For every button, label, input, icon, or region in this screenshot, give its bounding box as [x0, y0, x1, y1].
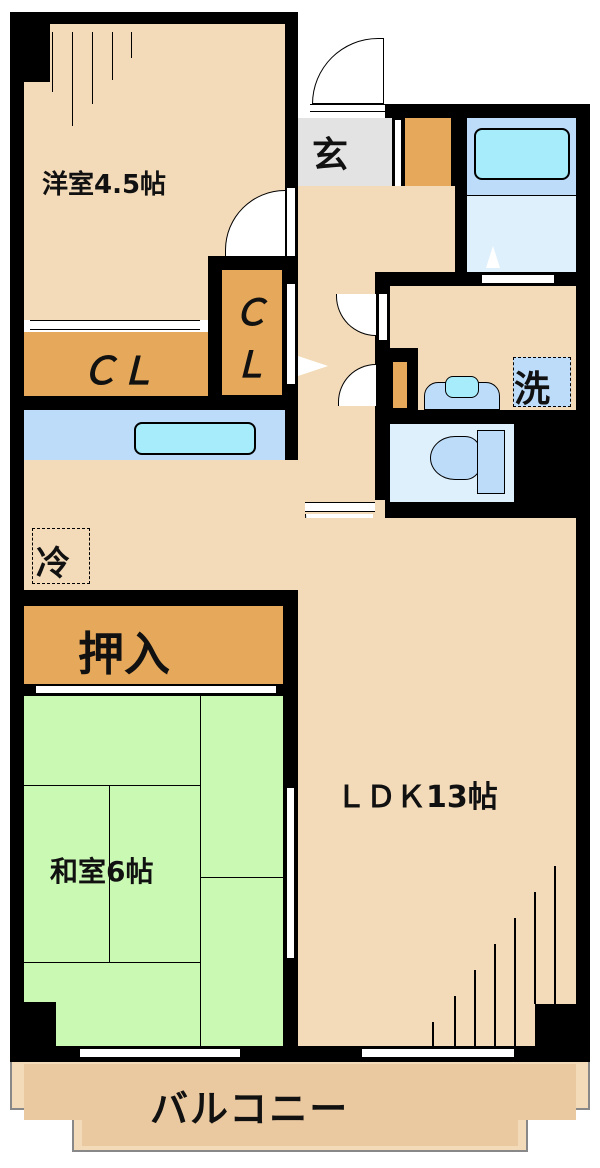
balcony-label: バルコニー: [150, 1087, 350, 1131]
tatami-line: [24, 785, 200, 786]
tatami-line: [24, 962, 200, 963]
toilet-tank: [477, 430, 505, 494]
hatch-line: [72, 32, 73, 126]
hatch-line: [432, 1022, 434, 1046]
entrance: [298, 118, 392, 186]
hatch-line: [454, 996, 456, 1046]
japanese-room-label: 和室6帖: [50, 855, 154, 888]
washroom-door[interactable]: [378, 294, 388, 340]
toilet-bowl: [430, 436, 480, 480]
hall-door[interactable]: [305, 502, 375, 512]
entrance-label: 玄: [312, 135, 349, 176]
ldk: [298, 518, 576, 1046]
kitchen-area: [24, 460, 298, 590]
wall: [10, 590, 298, 606]
pillar: [24, 1002, 56, 1046]
bathtub: [474, 128, 570, 180]
closet-vertical: [222, 270, 282, 395]
closet-vertical-c: Ｃ: [232, 293, 269, 334]
refrigerator-label: 冷: [36, 544, 70, 584]
hallway: [298, 186, 375, 512]
closet-horizontal: [24, 332, 208, 396]
hatch-line: [52, 32, 53, 92]
hallway-nook: [375, 186, 455, 274]
hatch-line: [514, 918, 516, 1046]
oshiire-label: 押入: [78, 627, 170, 681]
hatch-line: [494, 944, 496, 1046]
japanese-room: [24, 696, 285, 1046]
japanese-room-window[interactable]: [80, 1048, 240, 1058]
refrigerator-space: [32, 528, 90, 584]
bath-wall: [455, 104, 467, 284]
basin-bowl: [445, 376, 479, 398]
outer-wall-right: [576, 104, 590, 1062]
hatch-line: [534, 892, 536, 1004]
japanese-room-sliding-door[interactable]: [286, 788, 295, 958]
outer-wall-top-right: [385, 104, 590, 118]
closet-horizontal-door[interactable]: [30, 320, 200, 330]
washroom-label: 洗: [514, 369, 551, 410]
wall: [10, 396, 298, 410]
door-marker: [298, 356, 328, 376]
entrance-door-swing[interactable]: [312, 38, 384, 104]
bathroom-door-marker: [486, 246, 500, 268]
ldk-label: ＬＤＫ13帖: [336, 780, 498, 815]
bathroom-door[interactable]: [482, 274, 554, 284]
outer-wall-left: [10, 12, 24, 1062]
pillar: [535, 1004, 576, 1046]
hatch-line: [92, 32, 93, 104]
tatami-line: [200, 696, 201, 1046]
cabinet-door[interactable]: [394, 120, 402, 202]
closet-horizontal-label: ＣＬ: [80, 349, 157, 393]
bathroom: [467, 195, 576, 273]
outer-wall-top: [10, 12, 298, 24]
western-room-label: 洋室4.5帖: [42, 170, 167, 200]
balcony-fill-lower: [82, 1110, 518, 1146]
hatch-line: [131, 32, 132, 58]
closet-vertical-door[interactable]: [286, 284, 296, 384]
tatami-line: [200, 877, 285, 878]
western-room-door-leaf[interactable]: [286, 188, 296, 256]
sink: [134, 422, 256, 455]
oshiire: [24, 606, 285, 684]
oshiire-door[interactable]: [36, 685, 276, 694]
hatch-line: [474, 970, 476, 1046]
closet-vertical-l: Ｌ: [232, 345, 269, 386]
washing-machine-space: [513, 357, 571, 407]
entrance-door[interactable]: [310, 104, 385, 112]
pillar: [24, 24, 50, 82]
washroom-closet: [393, 362, 407, 408]
hatch-line: [112, 32, 113, 80]
hatch-line: [554, 866, 556, 1004]
tatami-line: [109, 785, 110, 962]
ldk-window[interactable]: [362, 1048, 514, 1058]
